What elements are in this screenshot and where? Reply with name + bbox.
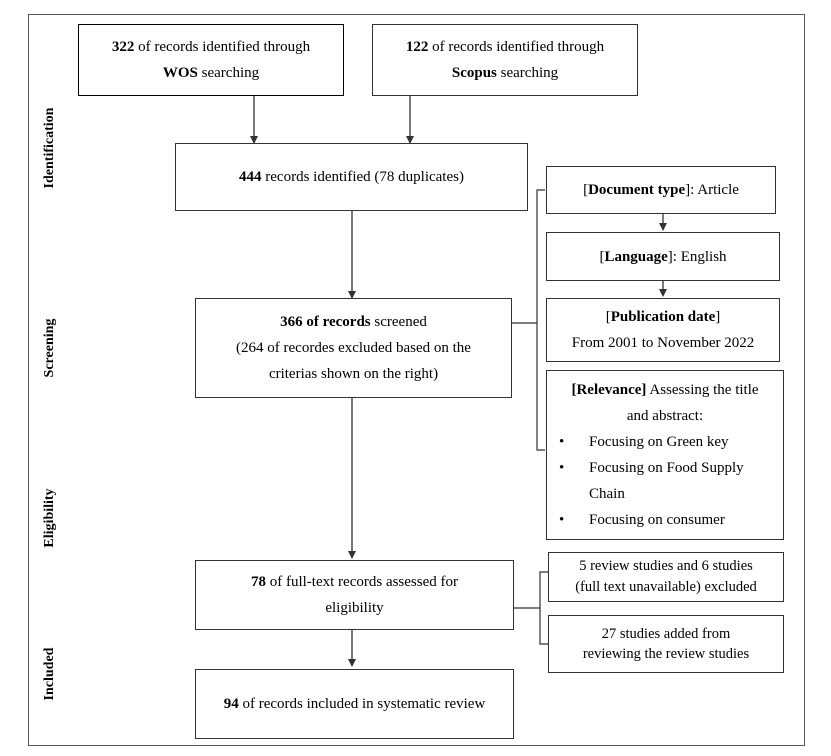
included-text: of records included in systematic review xyxy=(238,696,486,712)
stage-label-identification: Identification xyxy=(42,107,57,189)
relevance-text1: Assessing the title xyxy=(646,382,759,398)
scopus-searching: searching xyxy=(496,65,559,81)
stage-label-included: Included xyxy=(42,647,57,701)
relevance-item-green-key: Focusing on Green key xyxy=(547,429,783,455)
language-key: Language xyxy=(604,248,668,265)
criterion-publication-date-box: [Publication date] From 2001 to November… xyxy=(546,298,780,362)
wos-searching: searching xyxy=(197,65,260,81)
identified-count: 444 xyxy=(239,169,262,185)
added-line1: 27 studies added from xyxy=(601,626,731,642)
relevance-item-chain: Chain xyxy=(589,486,625,502)
pub-date-value: From 2001 to November 2022 xyxy=(571,335,755,351)
screened-line2: (264 of recordes excluded based on the xyxy=(236,340,471,356)
included-records-box: 94 of records included in systematic rev… xyxy=(195,669,514,739)
screened-line3: criterias shown on the right) xyxy=(268,366,439,382)
added-studies-box: 27 studies added from reviewing the revi… xyxy=(548,615,784,673)
screened-records-box: 366 of records screened (264 of recordes… xyxy=(195,298,512,398)
relevance-key: [Relevance] xyxy=(571,382,647,398)
relevance-list: Focusing on Green key Focusing on Food S… xyxy=(547,429,783,533)
identified-text: records identified (78 duplicates) xyxy=(261,169,464,185)
wos-db: WOS xyxy=(162,65,198,81)
wos-records-box: 322 of records identified through WOS se… xyxy=(78,24,344,96)
relevance-item-food-supply: Focusing on Food Supply xyxy=(547,455,783,481)
included-count: 94 xyxy=(223,696,239,712)
wos-count: 322 xyxy=(111,39,135,55)
screened-text: screened xyxy=(370,314,427,330)
language-value: : English xyxy=(672,248,727,265)
criterion-language-box: [Language]: English xyxy=(546,232,780,281)
doc-type-key: Document type xyxy=(588,182,686,198)
excluded-studies-box: 5 review studies and 6 studies (full tex… xyxy=(548,552,784,602)
screened-count: 366 of records xyxy=(280,314,371,330)
criterion-document-type-box: [Document type]: Article xyxy=(546,166,776,214)
excluded-line2: (full text unavailable) excluded xyxy=(575,579,757,595)
eligibility-text2: eligibility xyxy=(325,600,384,616)
added-line2: reviewing the review studies xyxy=(582,646,750,662)
scopus-text: of records identified through xyxy=(428,39,605,55)
doc-type-value: : Article xyxy=(690,182,739,198)
eligibility-text1: of full-text records assessed for xyxy=(265,574,459,590)
stage-label-eligibility: Eligibility xyxy=(42,488,57,548)
scopus-count: 122 xyxy=(405,39,429,55)
wos-text: of records identified through xyxy=(134,39,311,55)
scopus-db: Scopus xyxy=(451,65,497,81)
eligibility-records-box: 78 of full-text records assessed for eli… xyxy=(195,560,514,630)
relevance-item-consumer: Focusing on consumer xyxy=(547,507,783,533)
criterion-relevance-box: [Relevance] Assessing the title and abst… xyxy=(546,370,784,540)
scopus-records-box: 122 of records identified through Scopus… xyxy=(372,24,638,96)
relevance-text2: and abstract: xyxy=(626,408,704,424)
diagram-frame xyxy=(28,14,805,746)
identified-records-box: 444 records identified (78 duplicates) xyxy=(175,143,528,211)
pub-date-key: Publication date xyxy=(610,309,716,325)
stage-label-screening: Screening xyxy=(42,318,57,378)
eligibility-count: 78 xyxy=(250,574,266,590)
excluded-line1: 5 review studies and 6 studies xyxy=(579,558,753,574)
